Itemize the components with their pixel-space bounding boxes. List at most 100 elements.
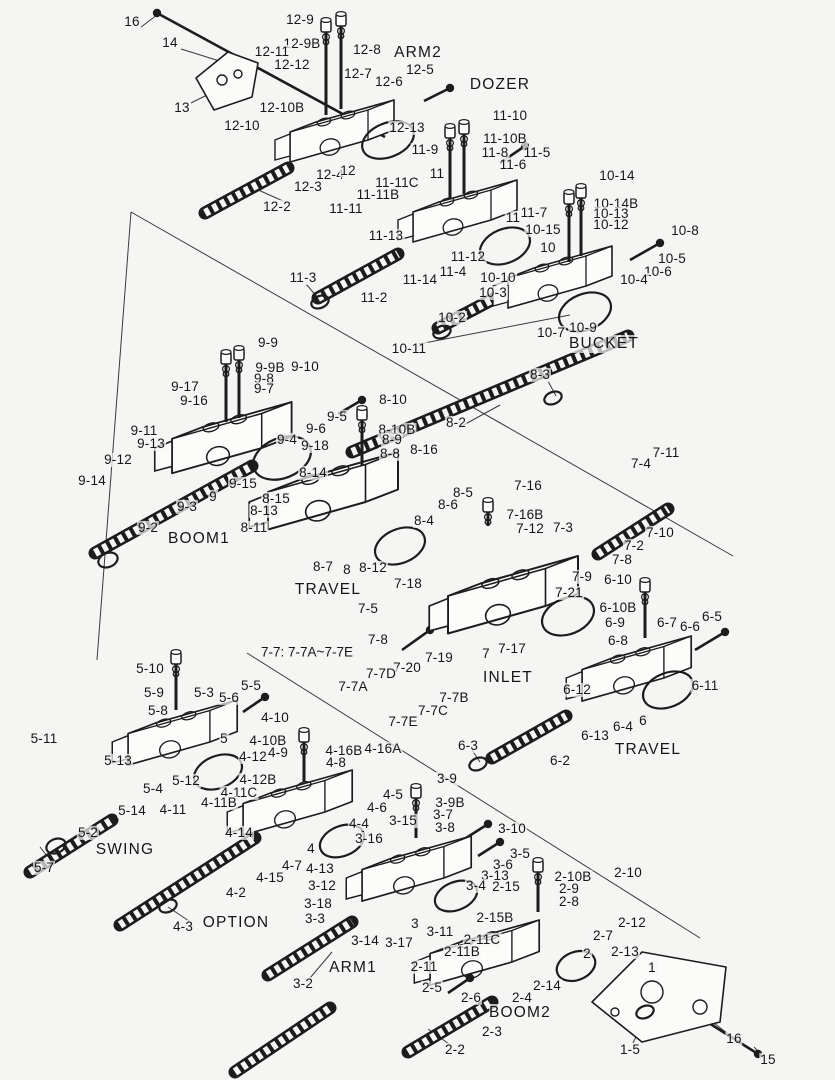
part-label: 9-15 <box>228 475 258 492</box>
part-label: 11-3 <box>288 269 318 286</box>
part-label: 8-8 <box>378 445 402 462</box>
part-label: 3-18 <box>303 895 333 912</box>
part-label: 5-8 <box>146 702 170 719</box>
part-label: 3-11 <box>425 923 455 940</box>
part-label: 5-13 <box>103 752 133 769</box>
part-label: 4-11 <box>158 801 188 818</box>
part-label: 7-5 <box>356 600 380 617</box>
part-label: 7-17 <box>497 640 527 657</box>
part-label: 6-10 <box>603 571 633 588</box>
part-label: 9-10 <box>290 358 320 375</box>
part-label: 3-13 <box>480 867 510 884</box>
part-label: 11-9 <box>410 141 440 158</box>
part-label: 12-10B <box>258 99 306 116</box>
part-label: 12 <box>339 162 357 179</box>
part-label: 12-3 <box>293 178 323 195</box>
part-label: 7-11 <box>651 444 681 461</box>
part-label: 6-5 <box>700 608 724 625</box>
part-label: 10-15 <box>524 221 562 238</box>
part-label: 10-4 <box>619 271 649 288</box>
part-label: 8 <box>342 561 352 578</box>
section-label: INLET <box>483 669 533 687</box>
part-label: 9-18 <box>300 437 330 454</box>
part-label: 6-4 <box>611 718 635 735</box>
part-label: 2-15 <box>491 878 521 895</box>
section-label: TRAVEL <box>614 741 682 759</box>
section-label: SWING <box>95 841 155 859</box>
part-label: 6-13 <box>580 727 610 744</box>
part-label: 2-2 <box>443 1041 467 1058</box>
part-label: 10-7 <box>536 324 566 341</box>
part-label: 7-19 <box>424 649 454 666</box>
part-label: 12-6 <box>374 73 404 90</box>
section-label: ARM2 <box>394 44 442 62</box>
part-label: 9-9 <box>256 334 280 351</box>
part-label: 10 <box>539 239 557 256</box>
part-label: 4-16A <box>363 740 403 757</box>
part-label: 7-12 <box>515 520 545 537</box>
relief-valve-stack <box>563 189 575 262</box>
part-label: 2-8 <box>557 893 581 910</box>
section-label: OPTION <box>202 914 270 932</box>
part-label: 4-15 <box>255 869 285 886</box>
part-label: 12-12 <box>273 56 311 73</box>
part-label: 8-16 <box>409 441 439 458</box>
part-label: 9-6 <box>304 420 328 437</box>
part-label: 2-4 <box>510 989 534 1006</box>
part-label: 10-3 <box>478 284 508 301</box>
part-label: 2-11B <box>442 943 482 960</box>
part-label: 11-13 <box>367 227 405 244</box>
part-label: 11-11 <box>328 200 364 217</box>
part-label: 2-11C <box>462 931 502 948</box>
part-label: 2-14 <box>532 977 562 994</box>
part-label: 12-5 <box>405 61 435 78</box>
part-label: 9-16 <box>179 392 209 409</box>
end-plate <box>591 951 727 1043</box>
part-label: 5-12 <box>171 772 201 789</box>
part-label: 4-13 <box>305 860 335 877</box>
part-label: 5-3 <box>192 684 216 701</box>
part-label: 8-11 <box>239 519 269 536</box>
part-label: 11-2 <box>359 289 389 306</box>
part-label: 6-10B <box>598 599 638 616</box>
part-label: 6-9 <box>603 614 627 631</box>
part-label: 4-2 <box>224 884 248 901</box>
part-label: 2-11 <box>409 958 439 975</box>
relief-valve-stack <box>298 726 310 782</box>
part-label: 6-8 <box>606 632 630 649</box>
part-label: 3-14 <box>350 932 380 949</box>
part-label: 7-7C <box>416 702 450 719</box>
part-label: 2-9 <box>557 880 581 897</box>
part-label: 9-11 <box>129 422 159 439</box>
part-label: 8-7 <box>311 558 335 575</box>
part-label: 11-7 <box>519 204 549 221</box>
part-label: 11-12 <box>449 248 487 265</box>
part-label: 9-9B <box>254 359 286 376</box>
part-label: 4-12 <box>238 748 268 765</box>
part-label: 7-20 <box>392 659 422 676</box>
part-label: 4-11B <box>199 794 239 811</box>
part-label: 11 <box>428 165 446 182</box>
relief-valve-stack <box>170 648 182 710</box>
part-label: 3-9 <box>435 770 459 787</box>
part-label: 4 <box>306 840 316 857</box>
part-label: 6-7 <box>655 614 679 631</box>
part-label: 7-16B <box>505 506 545 523</box>
part-label: 10-13 <box>592 205 630 222</box>
relief-valve-stack <box>575 183 587 256</box>
part-label: 6 <box>638 712 648 729</box>
part-label: 10-9 <box>568 319 598 336</box>
part-label: 1 <box>647 959 657 976</box>
relief-valve-stack <box>444 122 456 198</box>
part-label: 8-6 <box>436 496 460 513</box>
part-label: 7-18 <box>393 575 423 592</box>
part-label: 6-2 <box>548 752 572 769</box>
relief-valve-stack <box>532 856 544 912</box>
part-label: 3-10 <box>497 820 527 837</box>
part-label: 3-16 <box>354 830 384 847</box>
part-label: 7-3 <box>551 519 575 536</box>
part-label: 10-6 <box>643 263 673 280</box>
part-label: 8-14 <box>298 464 328 481</box>
